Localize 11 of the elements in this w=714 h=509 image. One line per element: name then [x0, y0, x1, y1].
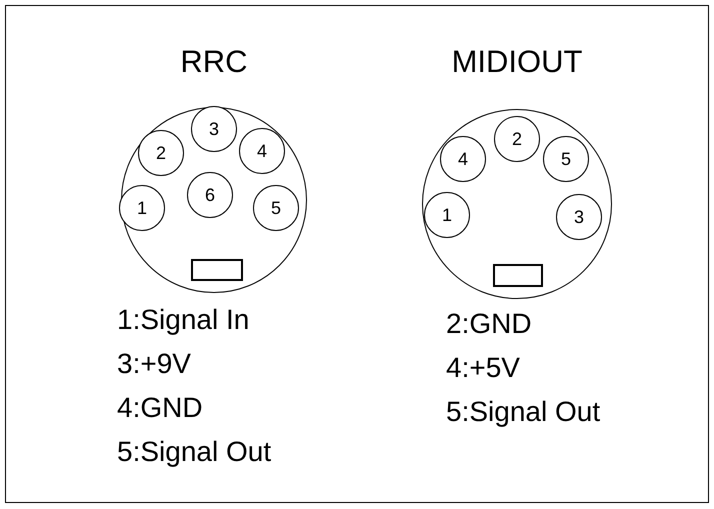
- pin-assignment: 4:+5V: [446, 351, 520, 385]
- pin-assignment: 4:GND: [117, 391, 203, 425]
- pin-assignment: 5:Signal Out: [446, 395, 600, 429]
- pin-assignment: 3:+9V: [117, 347, 191, 381]
- key-notch: [191, 259, 243, 281]
- pin-assignment: 5:Signal Out: [117, 435, 272, 469]
- pin-assignment: 2:GND: [446, 307, 532, 341]
- connector-title: RRC: [179, 43, 249, 81]
- key-notch: [493, 264, 543, 287]
- connector-title: MIDIOUT: [450, 43, 584, 81]
- pin-assignment: 1:Signal In: [117, 303, 250, 337]
